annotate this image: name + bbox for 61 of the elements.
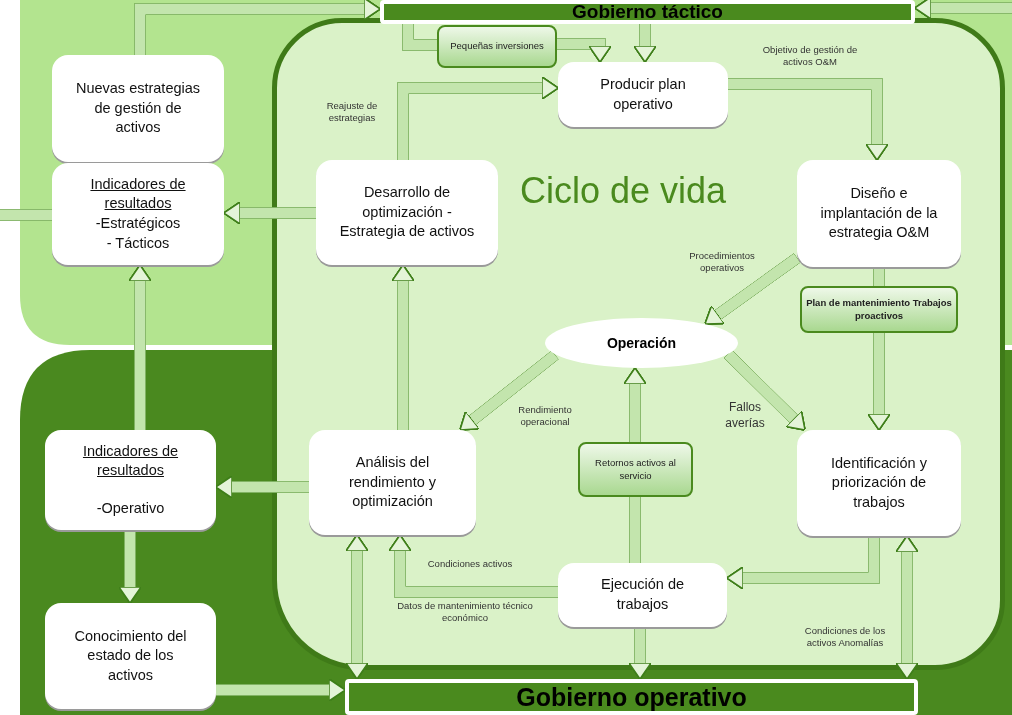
box-text: Indicadores de resultados bbox=[89, 174, 187, 214]
arrow bbox=[345, 534, 369, 680]
arrow bbox=[623, 367, 647, 442]
process-box bbox=[309, 430, 476, 535]
process-box bbox=[797, 160, 961, 267]
arrow bbox=[391, 264, 415, 430]
box-text: Plan de mantenimiento Trabajos proactivos bbox=[805, 297, 953, 322]
box-text: - Tácticos bbox=[106, 233, 170, 253]
arrow bbox=[728, 78, 889, 161]
arrow bbox=[726, 536, 880, 590]
arrow bbox=[895, 535, 919, 680]
arrow bbox=[633, 24, 657, 63]
arrow bbox=[118, 530, 142, 604]
box-text: Nuevas estrategias de gestión de activos bbox=[74, 79, 202, 138]
arrow bbox=[397, 76, 559, 160]
box-text: Conocimiento del estado de los activos bbox=[73, 626, 188, 685]
process-box bbox=[52, 55, 224, 162]
ellipse-node: Operación bbox=[545, 318, 738, 368]
box-text: Análisis del rendimiento y optimización bbox=[347, 453, 437, 512]
process-box bbox=[558, 62, 728, 127]
box-text: Diseño e implantación de la estrategia O&M bbox=[819, 184, 939, 243]
process-box bbox=[797, 430, 961, 536]
process-box bbox=[52, 163, 224, 265]
box-text: -Operativo bbox=[96, 498, 165, 518]
note-text: Datos de mantenimiento técnico económico bbox=[396, 600, 534, 625]
arrow bbox=[628, 627, 652, 680]
process-box bbox=[45, 603, 216, 709]
edge-label: Reajuste de estrategias bbox=[325, 100, 379, 125]
box-text: Pequeñas inversiones bbox=[450, 40, 544, 53]
arrow bbox=[223, 201, 316, 225]
arrow bbox=[867, 333, 891, 431]
arrow bbox=[914, 0, 1012, 20]
region-title: Ciclo de vida bbox=[520, 170, 727, 212]
arrow bbox=[388, 534, 558, 598]
process-box bbox=[316, 160, 498, 265]
arrow bbox=[215, 475, 309, 499]
arrow bbox=[134, 0, 381, 55]
edge-label: Condiciones de los activos Anomalías bbox=[803, 625, 887, 650]
banner-box: Gobierno operativo bbox=[345, 679, 918, 715]
box-text: Retornos activos al servicio bbox=[594, 457, 677, 482]
box-text: Ejecución de trabajos bbox=[600, 575, 685, 614]
box-text: Identificación y priorización de trabajos bbox=[830, 453, 928, 512]
edge-label: Fallos averías bbox=[724, 400, 766, 432]
edge-label: Objetivo de gestión de activos O&M bbox=[761, 44, 859, 69]
banner-box: Gobierno táctico bbox=[380, 0, 915, 24]
box-text: -Estratégicos bbox=[95, 214, 181, 233]
process-box bbox=[558, 563, 727, 627]
note-box bbox=[578, 442, 693, 497]
box-text: Desarrollo de optimización -Estrategia de activos bbox=[338, 183, 476, 242]
edge-label: Rendimiento operacional bbox=[517, 404, 573, 429]
arrow bbox=[216, 678, 346, 702]
process-box bbox=[45, 430, 216, 530]
arrow bbox=[128, 264, 152, 430]
note-box bbox=[437, 25, 557, 68]
arrow bbox=[557, 38, 612, 63]
edge-label: Procedimientos operativos bbox=[688, 250, 756, 275]
box-text: Producir plan operativo bbox=[599, 74, 687, 114]
lifecycle-region bbox=[272, 18, 1005, 670]
note-box bbox=[800, 286, 958, 333]
box-text: Indicadores de resultados bbox=[81, 441, 180, 481]
edge-label: Condiciones activos bbox=[426, 558, 514, 571]
